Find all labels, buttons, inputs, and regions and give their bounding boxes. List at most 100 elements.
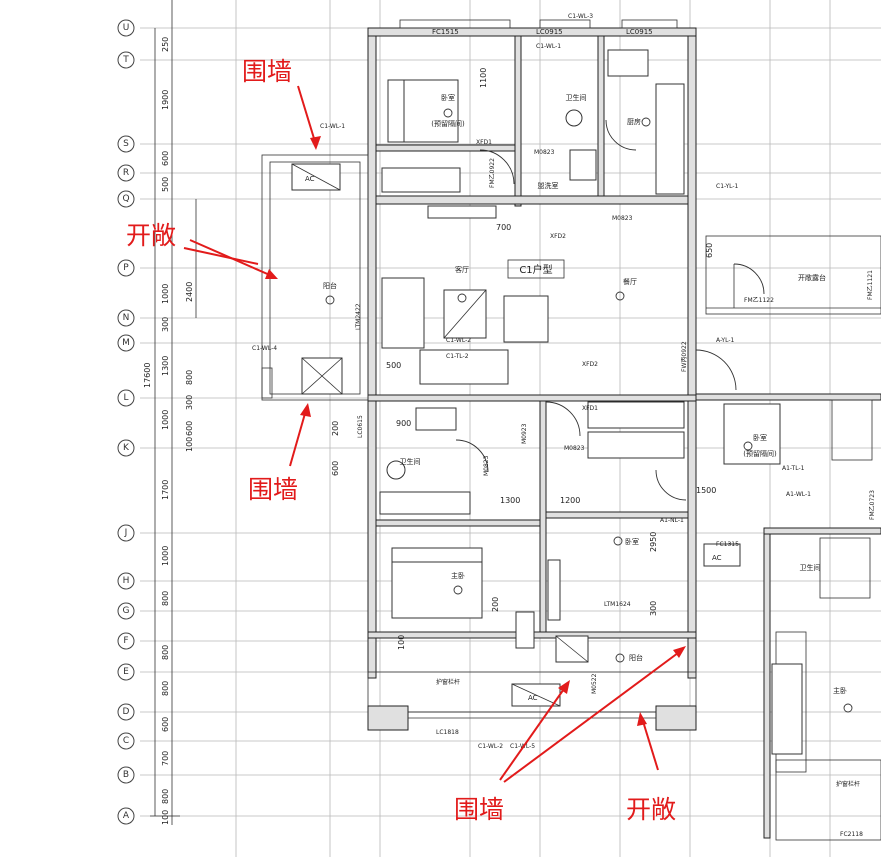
dim-sec-0: 1000: [161, 284, 170, 304]
svg-text:R: R: [123, 168, 129, 178]
svg-text:LTM1624: LTM1624: [604, 601, 631, 608]
svg-text:XFD2: XFD2: [582, 361, 598, 368]
svg-text:M0522: M0522: [591, 673, 598, 694]
svg-text:J: J: [124, 528, 128, 538]
svg-text:M0823: M0823: [483, 455, 490, 476]
dim-sec-2: 300: [185, 395, 194, 410]
svg-text:护窗栏杆: 护窗栏杆: [436, 678, 460, 686]
axis-bubble-h: H: [117, 572, 135, 590]
dim-sec-4: 100: [185, 437, 194, 452]
svg-text:N: N: [123, 313, 130, 323]
dim-seg-1: 1900: [161, 90, 170, 110]
svg-text:1300: 1300: [500, 496, 520, 505]
dimension-chains: 17600 250 1900 600 500 2400 300 800 1000…: [143, 0, 197, 825]
room-neighbor-bedroom: 卧室: [753, 433, 767, 442]
svg-text:100: 100: [397, 635, 406, 650]
svg-text:M0823: M0823: [612, 215, 633, 222]
axis-bubble-l: L: [117, 389, 135, 407]
room-kitchen: 厨房: [627, 117, 641, 126]
room-open-balcony: 开敞露台: [798, 273, 826, 282]
unit-type-label: C1户型: [519, 263, 552, 276]
dim-sec-3: 600: [185, 421, 194, 436]
svg-text:C1-WL-2: C1-WL-2: [446, 337, 471, 344]
room-neighbor-master: 主卧: [833, 686, 847, 695]
svg-text:FM乙0723: FM乙0723: [869, 490, 876, 520]
svg-text:LC0915: LC0915: [536, 28, 563, 36]
room-dining: 餐厅: [623, 277, 637, 286]
dim-seg-3: 500: [161, 177, 170, 192]
room-living: 客厅: [455, 265, 469, 274]
dim-seg-2: 600: [161, 151, 170, 166]
dim-seg-9: 1000: [161, 546, 170, 566]
axis-bubbles: U T S R Q P N M L K J H G F E D C B A: [117, 19, 135, 825]
dim-seg-14: 800: [161, 789, 170, 804]
svg-text:FM乙1121: FM乙1121: [867, 270, 874, 300]
dim-seg-0: 250: [161, 37, 170, 52]
dim-seg-12: 600: [161, 717, 170, 732]
svg-text:FW丙0922: FW丙0922: [681, 341, 688, 372]
annotation-wall-mid: 围墙: [248, 475, 298, 504]
svg-text:B: B: [123, 770, 129, 780]
svg-text:U: U: [123, 23, 130, 33]
furniture: AC AC: [379, 49, 803, 755]
svg-text:C1-WL-4: C1-WL-4: [252, 345, 277, 352]
svg-text:C1-YL-1: C1-YL-1: [716, 183, 739, 190]
annotation-open-bottom: 开敞: [626, 795, 676, 824]
svg-text:2950: 2950: [649, 532, 658, 552]
svg-text:(预留隔间): (预留隔间): [743, 449, 777, 458]
svg-text:D: D: [123, 707, 130, 717]
svg-text:900: 900: [396, 419, 411, 428]
svg-text:M0823: M0823: [564, 445, 585, 452]
svg-text:1500: 1500: [696, 486, 716, 495]
svg-text:FC2118: FC2118: [840, 831, 863, 838]
annotation-wall-bottom: 围墙: [454, 795, 504, 824]
dim-seg-11: 800: [161, 681, 170, 696]
room-bathroom-mid: 卫生间: [400, 457, 421, 466]
dim-total: 17600: [143, 363, 152, 388]
svg-text:M0823: M0823: [534, 149, 555, 156]
svg-text:650: 650: [705, 243, 714, 258]
dim-seg-5: 300: [161, 317, 170, 332]
svg-text:C1-WL-1: C1-WL-1: [536, 43, 561, 50]
svg-text:K: K: [123, 443, 130, 453]
axis-bubble-u: U: [117, 19, 135, 37]
axis-bubble-e: E: [117, 663, 135, 681]
annotation-open-left: 开敞: [126, 221, 176, 250]
dim-seg-15: 100: [161, 810, 170, 825]
svg-text:XFD2: XFD2: [550, 233, 566, 240]
svg-text:A1-TL-1: A1-TL-1: [782, 465, 805, 472]
svg-text:LTM2422: LTM2422: [355, 303, 362, 330]
svg-text:M: M: [122, 338, 130, 348]
svg-text:M0923: M0923: [521, 423, 528, 444]
annotation-arrows: [183, 85, 686, 783]
annotation-texts: 围墙 开敞 围墙 围墙 开敞: [126, 57, 676, 824]
axis-bubble-j: J: [117, 524, 135, 542]
svg-text:护窗栏杆: 护窗栏杆: [836, 780, 860, 788]
svg-text:200: 200: [331, 421, 340, 436]
neighbor-unit: [695, 235, 881, 841]
left-balcony: AC: [261, 154, 369, 401]
room-balcony-left: 阳台: [323, 281, 337, 290]
svg-text:C1-WL-1: C1-WL-1: [320, 123, 345, 130]
svg-text:G: G: [123, 606, 130, 616]
axis-bubble-k: K: [117, 439, 135, 457]
svg-text:(预留隔间): (预留隔间): [431, 119, 465, 128]
axis-bubble-m: M: [117, 334, 135, 352]
svg-text:LC1818: LC1818: [436, 729, 459, 736]
svg-text:S: S: [123, 139, 129, 149]
svg-text:600: 600: [331, 461, 340, 476]
axis-bubble-c: C: [117, 732, 135, 750]
svg-text:FM乙0922: FM乙0922: [489, 158, 496, 188]
svg-text:A1-WL-1: A1-WL-1: [786, 491, 811, 498]
room-bedroom-right: 卧室: [625, 537, 639, 546]
svg-text:L: L: [123, 393, 128, 403]
axis-bubble-s: S: [117, 135, 135, 153]
svg-text:A-YL-1: A-YL-1: [716, 337, 734, 344]
axis-bubble-f: F: [117, 632, 135, 650]
room-neighbor-bath: 卫生间: [800, 563, 821, 572]
room-laundry: 盥洗室: [538, 181, 559, 190]
svg-text:LC0615: LC0615: [357, 415, 364, 438]
room-balcony-bottom: 阳台: [629, 653, 643, 662]
svg-text:1100: 1100: [479, 68, 488, 88]
svg-text:H: H: [123, 576, 130, 586]
